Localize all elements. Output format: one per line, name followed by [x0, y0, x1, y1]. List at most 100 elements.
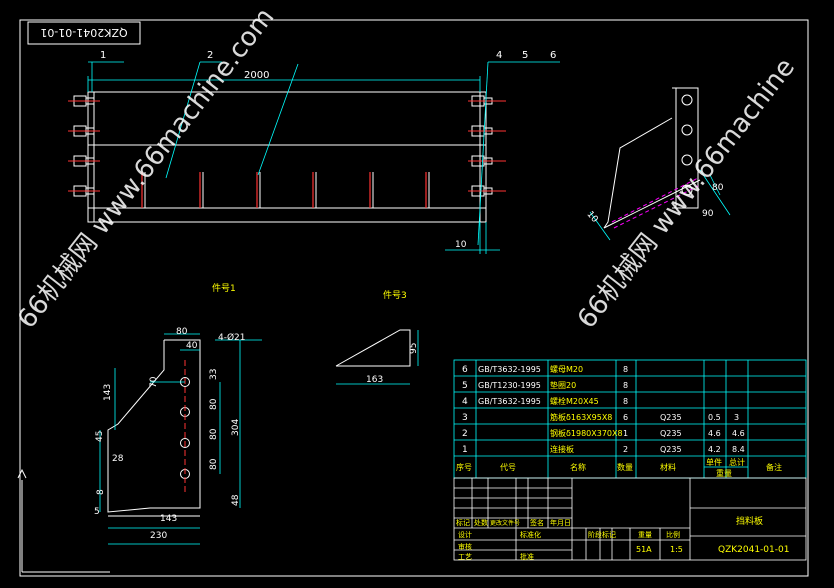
side-dim-80: 80	[712, 183, 724, 193]
bom-row-qty: 2	[623, 445, 628, 454]
bom-row-unit: 4.2	[708, 445, 721, 454]
tb-count: 处数	[474, 518, 488, 527]
bom-row-qty: 8	[623, 365, 628, 374]
bom-row-name: 垫圈20	[550, 380, 576, 390]
bom-h-code: 代号	[500, 462, 516, 472]
balloon-6: 6	[550, 50, 556, 61]
dim-2000	[87, 76, 481, 92]
part1-dims	[99, 333, 262, 545]
bom-row-no: 5	[462, 381, 468, 391]
bom-rows: 6 GB/T3632-1995 螺母M20 8 5 GB/T1230-1995 …	[462, 364, 745, 455]
tb-zone: 更改文件号	[490, 519, 520, 527]
p1-d28: 28	[112, 454, 124, 464]
balloon-leaders	[88, 61, 560, 246]
bom-row-total: 3	[734, 413, 739, 422]
tb-weight-value: 51A	[636, 545, 652, 554]
p1-d5: 5	[94, 507, 100, 517]
front-view-rib-edges	[144, 172, 430, 208]
p1-d8: 8	[96, 489, 106, 495]
bom-row-unit: 0.5	[708, 413, 721, 422]
front-view	[87, 91, 487, 223]
tb-weight-label: 重量	[638, 531, 652, 539]
bom-row-name: 螺母M20	[550, 364, 583, 374]
bom-h-unit: 单件	[706, 457, 722, 467]
dim-10	[445, 222, 500, 254]
balloon-2: 2	[207, 50, 213, 61]
label-part3: 件号3	[383, 289, 407, 301]
side-view-dims	[589, 169, 731, 241]
tb-sign: 签名	[530, 518, 544, 527]
dim-2000-text: 2000	[244, 70, 269, 81]
balloon-4: 4	[496, 50, 502, 61]
p1-d230: 230	[150, 531, 167, 541]
bom-h-total: 总计	[729, 457, 745, 467]
title-block-labels: 标记 处数 更改文件号 签名 年月日 设计 标准化 审核 工艺 批准 阶段标记 …	[456, 515, 789, 561]
p1-d40: 40	[186, 341, 198, 351]
bolt-centerlines	[68, 100, 506, 192]
p1-d80a: 80	[209, 398, 219, 410]
tb-date: 年月日	[550, 518, 571, 527]
bom-row-material: Q235	[660, 429, 682, 438]
bom-row-name: 连接板	[550, 444, 574, 454]
bom-h-material: 材料	[660, 462, 676, 472]
bom-row-no: 1	[462, 445, 468, 455]
bom-h-remark: 备注	[766, 462, 782, 472]
tb-ratio-label: 比例	[666, 530, 680, 539]
bom-row-code: GB/T3632-1995	[478, 397, 541, 406]
title-block-grid	[453, 477, 807, 561]
bom-row-qty: 8	[623, 381, 628, 390]
bom-row-qty: 1	[623, 429, 628, 438]
p1-d45: 45	[95, 431, 105, 442]
outer-frame	[19, 19, 809, 577]
tb-standard: 标准化	[520, 530, 541, 539]
bom-row-no: 3	[462, 413, 468, 423]
bom-row-no: 4	[462, 397, 468, 407]
balloon-1: 1	[100, 50, 106, 61]
p1-hole-note: 4-Ø21	[218, 332, 246, 343]
p1-d80b: 80	[209, 428, 219, 440]
ucs-icon	[17, 468, 110, 573]
code-box-text: QZK2041-01-01	[40, 26, 127, 39]
tb-title: 挡料板	[736, 515, 763, 527]
tb-ratio-value: 1:5	[670, 545, 683, 554]
balloon-5: 5	[522, 50, 528, 61]
side-view	[603, 87, 701, 229]
p1-d70: 70	[149, 376, 159, 388]
bom-header: 序号 代号 名称 数量 材料 单件 总计 重量 备注	[456, 457, 782, 478]
bom-row-unit: 4.6	[708, 429, 721, 438]
tb-design: 设计	[458, 530, 472, 539]
p1-d80c: 80	[209, 458, 219, 470]
bom-row-name: 筋板δ163X95X8	[550, 412, 612, 422]
bolts-right	[471, 95, 493, 197]
label-part1: 件号1	[212, 282, 236, 294]
part3-dims	[336, 330, 419, 385]
tb-process: 工艺	[458, 553, 472, 561]
dim-10-text: 10	[455, 240, 467, 250]
bom-row-total: 8.4	[732, 445, 745, 454]
bom-row-qty: 8	[623, 397, 628, 406]
bom-row-name: 钢板δ1980X370X8	[550, 428, 623, 438]
bom-grid	[453, 359, 807, 479]
bom-row-material: Q235	[660, 413, 682, 422]
p1-d33: 33	[209, 369, 219, 380]
code-box	[27, 21, 141, 45]
side-dim-90: 90	[702, 209, 714, 219]
tb-stage: 阶段标记	[588, 530, 616, 539]
tb-approve: 批准	[520, 552, 534, 561]
part1-outline	[107, 339, 201, 517]
p1-d304: 304	[231, 419, 241, 436]
tb-drawing-no: QZK2041-01-01	[718, 545, 789, 555]
bom-row-code: GB/T1230-1995	[478, 381, 541, 390]
bom-h-qty: 数量	[617, 462, 633, 472]
bom-h-name: 名称	[570, 462, 586, 472]
p3-d163: 163	[366, 375, 383, 385]
bom-h-weight: 重量	[716, 468, 732, 478]
bom-row-total: 4.6	[732, 429, 745, 438]
watermark-left: 66机械网 www.66machine.com	[12, 2, 280, 334]
tb-marks: 标记	[456, 518, 470, 527]
p1-d80-top: 80	[176, 327, 188, 337]
p1-d48: 48	[231, 494, 241, 506]
bom-row-no: 2	[462, 429, 468, 439]
bom-row-qty: 6	[623, 413, 628, 422]
